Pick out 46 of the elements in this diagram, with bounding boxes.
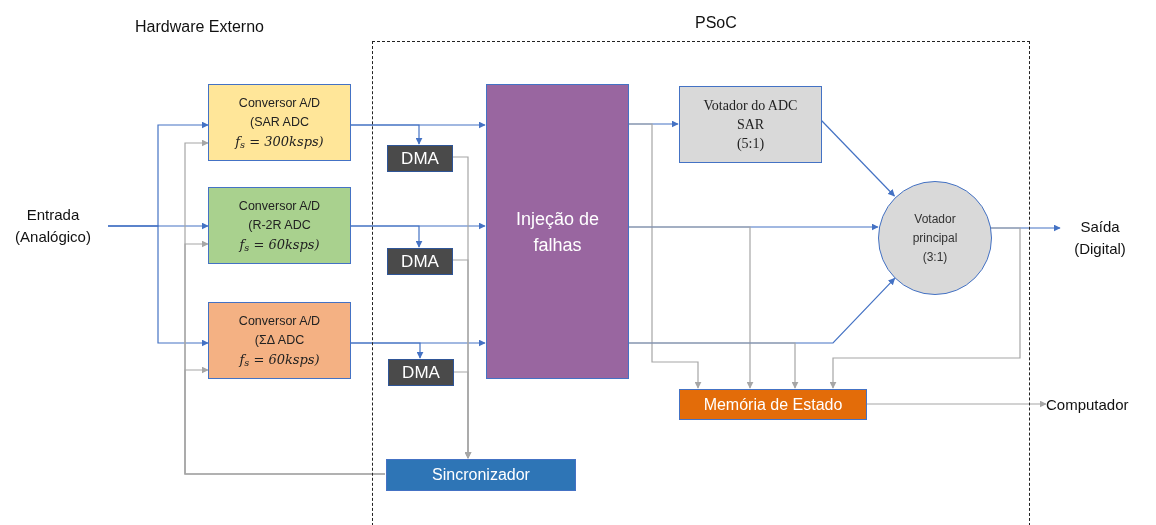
dma-box — [388, 359, 454, 386]
node-text: Conversor A/D — [238, 198, 321, 215]
arrow — [350, 342, 424, 359]
arrow — [184, 366, 386, 475]
arrow — [452, 371, 472, 459]
node-text: Conversor A/D — [238, 95, 321, 112]
node-text: Memória de Estado — [703, 394, 843, 415]
arrow — [820, 119, 895, 197]
node-text: Saída (Digital) — [1073, 217, 1127, 259]
arrow — [350, 124, 423, 145]
node-text: Entrada (Analógico) — [14, 205, 92, 247]
converter-box — [208, 302, 351, 379]
node-text: Injeção de falhas — [514, 207, 601, 257]
node-text: Conversor A/D — [238, 313, 321, 330]
arrow — [107, 225, 209, 347]
node-text: (R-2R ADC — [248, 217, 311, 234]
voter-box — [679, 86, 822, 163]
node-text: DMA — [401, 147, 439, 170]
node-text: Sincronizador — [432, 465, 530, 485]
node-text: Votador do ADC SAR — [702, 97, 799, 134]
converter-box — [208, 84, 351, 161]
node-text: DMA — [402, 361, 440, 384]
dma-box — [387, 248, 453, 275]
node-text: (3:1) — [922, 248, 948, 266]
sampling-rate: f$_{s}$ = 60ksps) — [239, 236, 320, 254]
region-title: PSoC — [695, 13, 737, 33]
sync-box — [386, 459, 576, 491]
arrow — [627, 226, 754, 389]
node-text: (ΣΔ ADC — [254, 332, 305, 349]
process-box — [486, 84, 629, 379]
arrow — [627, 123, 702, 389]
arrow — [627, 342, 799, 389]
converter-box — [208, 187, 351, 264]
section-label: Hardware Externo — [135, 17, 264, 37]
arrow — [829, 227, 1021, 389]
node-text: (5:1) — [736, 135, 765, 153]
node-text: (SAR ADC — [249, 114, 309, 131]
node-text: DMA — [401, 250, 439, 273]
arrow — [350, 225, 423, 248]
node-text: Votador principal — [911, 210, 959, 247]
arrow — [865, 400, 1047, 408]
memory-box — [679, 389, 867, 420]
sampling-rate: f$_{s}$ = 300ksps) — [235, 133, 324, 151]
node-text: Computador — [1046, 394, 1129, 415]
sampling-rate: f$_{s}$ = 60ksps) — [239, 351, 320, 369]
dma-box — [387, 145, 453, 172]
